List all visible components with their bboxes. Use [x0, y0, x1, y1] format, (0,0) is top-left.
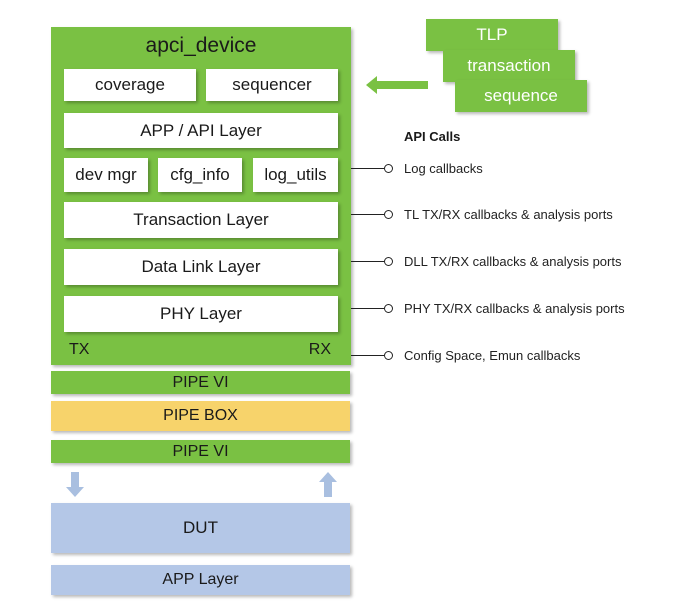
connector-line	[351, 260, 384, 263]
api-item-label: Config Space, Emun callbacks	[404, 348, 581, 363]
cfg-info-box: cfg_info	[158, 158, 242, 192]
connector-line	[351, 307, 384, 310]
dev-mgr-box: dev mgr	[64, 158, 148, 192]
connector-line	[351, 354, 384, 357]
api-item-log: Log callbacks	[351, 161, 483, 176]
pipe-vi-top-bar: PIPE VI	[51, 371, 350, 394]
pipe-box-bar: PIPE BOX	[51, 401, 350, 431]
data-link-layer-box: Data Link Layer	[64, 249, 338, 285]
connector-line	[351, 167, 384, 170]
api-item-label: DLL TX/RX callbacks & analysis ports	[404, 254, 622, 269]
tx-down-arrow-icon	[66, 472, 84, 497]
left-arrow-icon	[366, 76, 428, 94]
coverage-box: coverage	[64, 69, 196, 101]
pipe-vi-bottom-bar: PIPE VI	[51, 440, 350, 463]
tx-label: TX	[69, 341, 90, 358]
stack-transaction: transaction	[443, 50, 575, 82]
connector-dot-icon	[384, 257, 393, 266]
apci-device-title: apci_device	[145, 34, 257, 57]
connector-dot-icon	[384, 210, 393, 219]
api-item-config: Config Space, Emun callbacks	[351, 348, 580, 363]
connector-dot-icon	[384, 304, 393, 313]
api-item-label: Log callbacks	[404, 161, 483, 176]
api-item-label: PHY TX/RX callbacks & analysis ports	[404, 301, 625, 316]
connector-line	[351, 213, 384, 216]
connector-dot-icon	[384, 164, 393, 173]
stack-tlp: TLP	[426, 19, 558, 51]
api-item-tl: TL TX/RX callbacks & analysis ports	[351, 207, 613, 222]
stack-sequence: sequence	[455, 80, 587, 112]
log-utils-box: log_utils	[253, 158, 338, 192]
sequencer-box: sequencer	[206, 69, 338, 101]
api-calls-heading: API Calls	[404, 129, 461, 144]
app-layer-box: APP Layer	[51, 565, 350, 595]
dut-box: DUT	[51, 503, 350, 553]
api-item-label: TL TX/RX callbacks & analysis ports	[404, 207, 613, 222]
apci-device-container: apci_device coverage sequencer APP / API…	[51, 27, 351, 365]
rx-up-arrow-icon	[319, 472, 337, 497]
api-item-phy: PHY TX/RX callbacks & analysis ports	[351, 301, 625, 316]
transaction-layer-box: Transaction Layer	[64, 202, 338, 238]
connector-dot-icon	[384, 351, 393, 360]
api-item-dll: DLL TX/RX callbacks & analysis ports	[351, 254, 621, 269]
phy-layer-box: PHY Layer	[64, 296, 338, 332]
rx-label: RX	[308, 341, 331, 358]
app-api-layer-box: APP / API Layer	[64, 113, 338, 148]
